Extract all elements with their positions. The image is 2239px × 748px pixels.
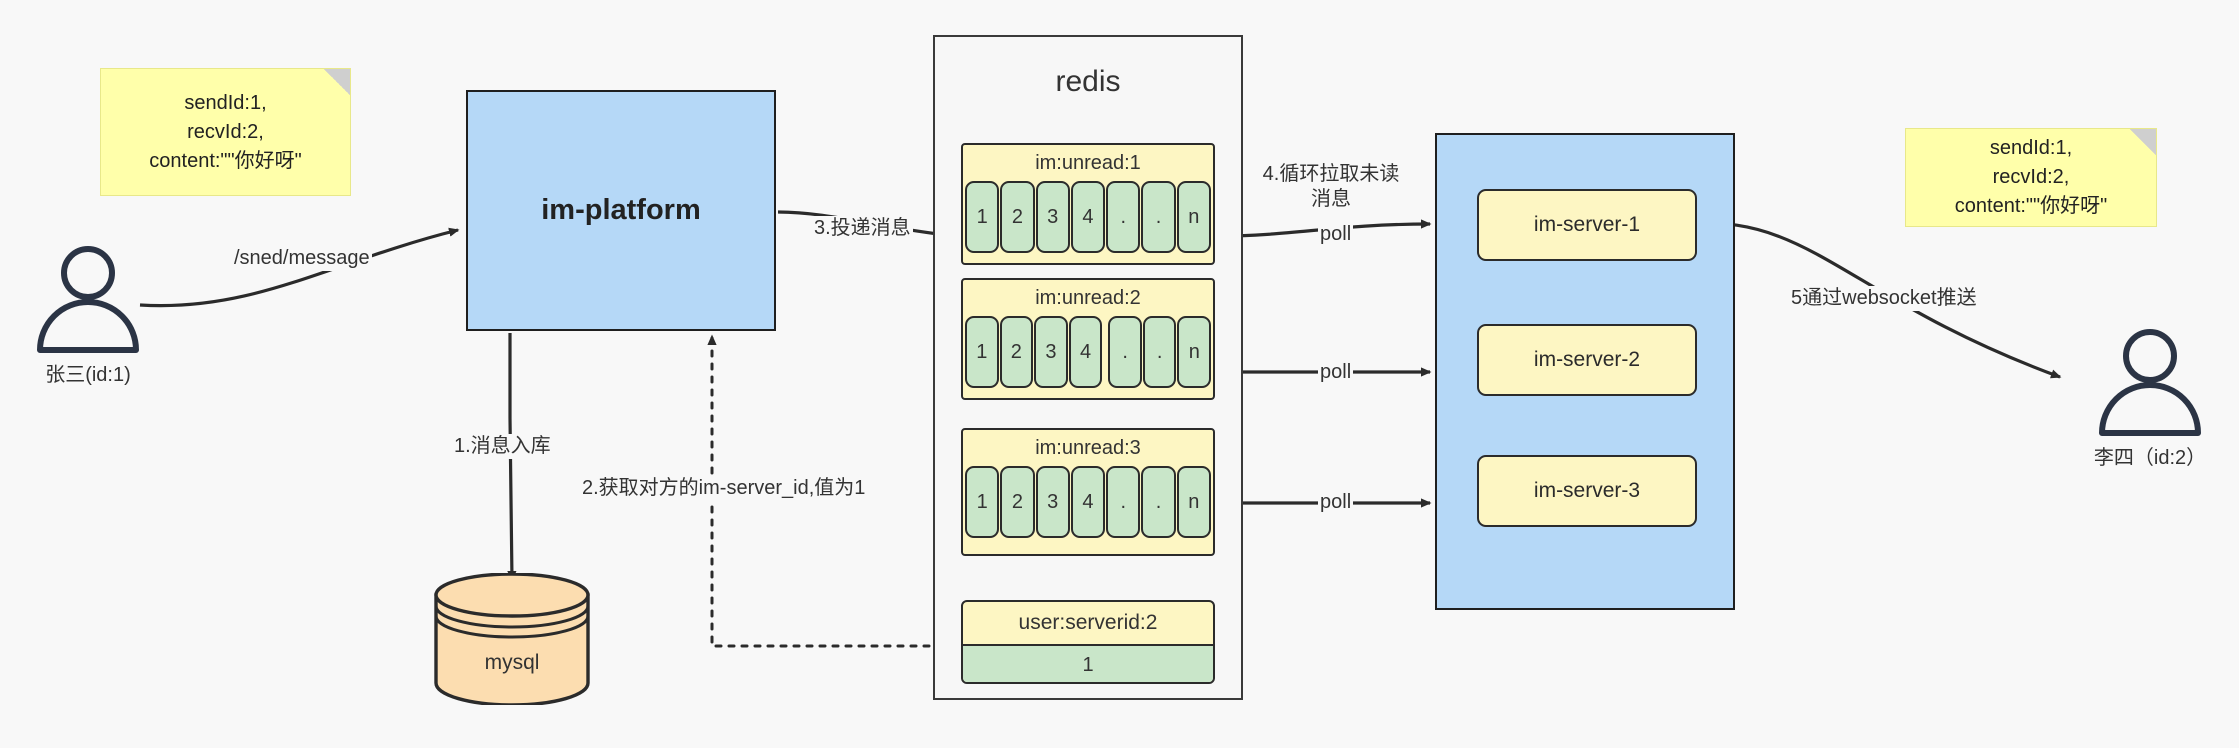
redis-key-im-unread-3[interactable]: im:unread:3 1 2 3 4 . . n — [961, 428, 1215, 556]
redis-cell[interactable]: . — [1141, 466, 1176, 538]
redis-cell[interactable]: n — [1177, 316, 1212, 388]
redis-cells-3: 1 2 3 4 . . n — [963, 466, 1213, 541]
redis-cell[interactable]: . — [1108, 316, 1142, 388]
redis-key-label-1: im:unread:1 — [1035, 152, 1141, 174]
edge-label-poll-2: poll — [1318, 360, 1354, 385]
edge-label-send-message: /sned/message — [232, 246, 372, 271]
actor-sender — [28, 245, 148, 355]
redis-key-label-2: im:unread:2 — [1035, 287, 1141, 309]
note-sender-payload: sendId:1, recvId:2, content:""你好呀" — [100, 68, 351, 196]
redis-cell[interactable]: n — [1176, 466, 1211, 538]
edge-label-step4: 4.循环拉取未读消息 — [1253, 162, 1409, 212]
edge-label-step5: 5通过websocket推送 — [1789, 286, 1979, 311]
user-icon — [37, 246, 139, 353]
edge-label-poll-1: poll — [1318, 222, 1354, 247]
edge-label-step1: 1.消息入库 — [452, 434, 553, 459]
actor-receiver-label: 李四（id:2） — [2093, 447, 2207, 469]
im-platform-box[interactable]: im-platform — [466, 90, 776, 331]
redis-cell[interactable]: 2 — [1000, 466, 1035, 538]
redis-cells-2: 1 2 3 4 . . n — [963, 316, 1213, 391]
redis-key-im-unread-1[interactable]: im:unread:1 1 2 3 4 . . n — [961, 143, 1215, 265]
redis-key-label-3: im:unread:3 — [1035, 437, 1141, 459]
note-fold-corner — [2130, 129, 2156, 155]
redis-cell[interactable]: 1 — [965, 466, 1000, 538]
redis-cell[interactable]: 1 — [965, 316, 999, 388]
redis-cell[interactable]: 4 — [1068, 316, 1103, 388]
redis-key-user-serverid[interactable]: user:serverid:2 1 — [961, 600, 1215, 684]
mysql-label: mysql — [485, 651, 540, 674]
redis-cell[interactable]: 3 — [1035, 466, 1070, 538]
user-icon — [2099, 329, 2201, 436]
edge-label-poll-3: poll — [1318, 490, 1354, 515]
redis-cell[interactable]: . — [1142, 316, 1177, 388]
redis-cell[interactable]: 3 — [1035, 181, 1070, 253]
redis-cell[interactable]: n — [1176, 181, 1211, 253]
note-receiver-text: sendId:1, recvId:2, content:""你好呀" — [1954, 137, 2108, 217]
redis-cell[interactable]: 1 — [965, 181, 1000, 253]
actor-receiver — [2090, 328, 2210, 438]
im-server-3-label: im-server-3 — [1533, 479, 1641, 502]
redis-cell[interactable]: 2 — [1000, 181, 1035, 253]
im-server-3-box[interactable]: im-server-3 — [1477, 455, 1697, 527]
redis-cell[interactable]: . — [1106, 466, 1141, 538]
redis-kv-value: 1 — [963, 646, 1213, 682]
edge-label-step2: 2.获取对方的im-server_id,值为1 — [580, 476, 868, 501]
redis-cell[interactable]: . — [1106, 181, 1141, 253]
im-platform-label: im-platform — [541, 194, 701, 226]
redis-key-im-unread-2[interactable]: im:unread:2 1 2 3 4 . . n — [961, 278, 1215, 400]
redis-cell[interactable]: 4 — [1070, 181, 1106, 253]
redis-kv-key-label: user:serverid:2 — [963, 602, 1213, 646]
note-fold-corner — [324, 69, 350, 95]
im-server-1-label: im-server-1 — [1533, 213, 1641, 236]
im-server-2-label: im-server-2 — [1533, 348, 1641, 371]
database-cylinder-icon: mysql — [434, 572, 590, 707]
redis-cells-1: 1 2 3 4 . . n — [963, 181, 1213, 256]
redis-cell[interactable]: 2 — [999, 316, 1034, 388]
note-sender-text: sendId:1, recvId:2, content:""你好呀" — [149, 91, 302, 172]
im-server-2-box[interactable]: im-server-2 — [1477, 324, 1697, 396]
im-server-1-box[interactable]: im-server-1 — [1477, 189, 1697, 261]
redis-title: redis — [1055, 65, 1121, 98]
redis-cell[interactable]: 4 — [1070, 466, 1106, 538]
mysql-database[interactable]: mysql — [432, 572, 592, 707]
actor-sender-label: 张三(id:1) — [45, 364, 131, 386]
note-receiver-payload: sendId:1, recvId:2, content:""你好呀" — [1905, 128, 2157, 227]
redis-cell[interactable]: 3 — [1034, 316, 1068, 388]
redis-cell[interactable]: . — [1141, 181, 1176, 253]
edge-label-step3: 3.投递消息 — [812, 216, 913, 241]
